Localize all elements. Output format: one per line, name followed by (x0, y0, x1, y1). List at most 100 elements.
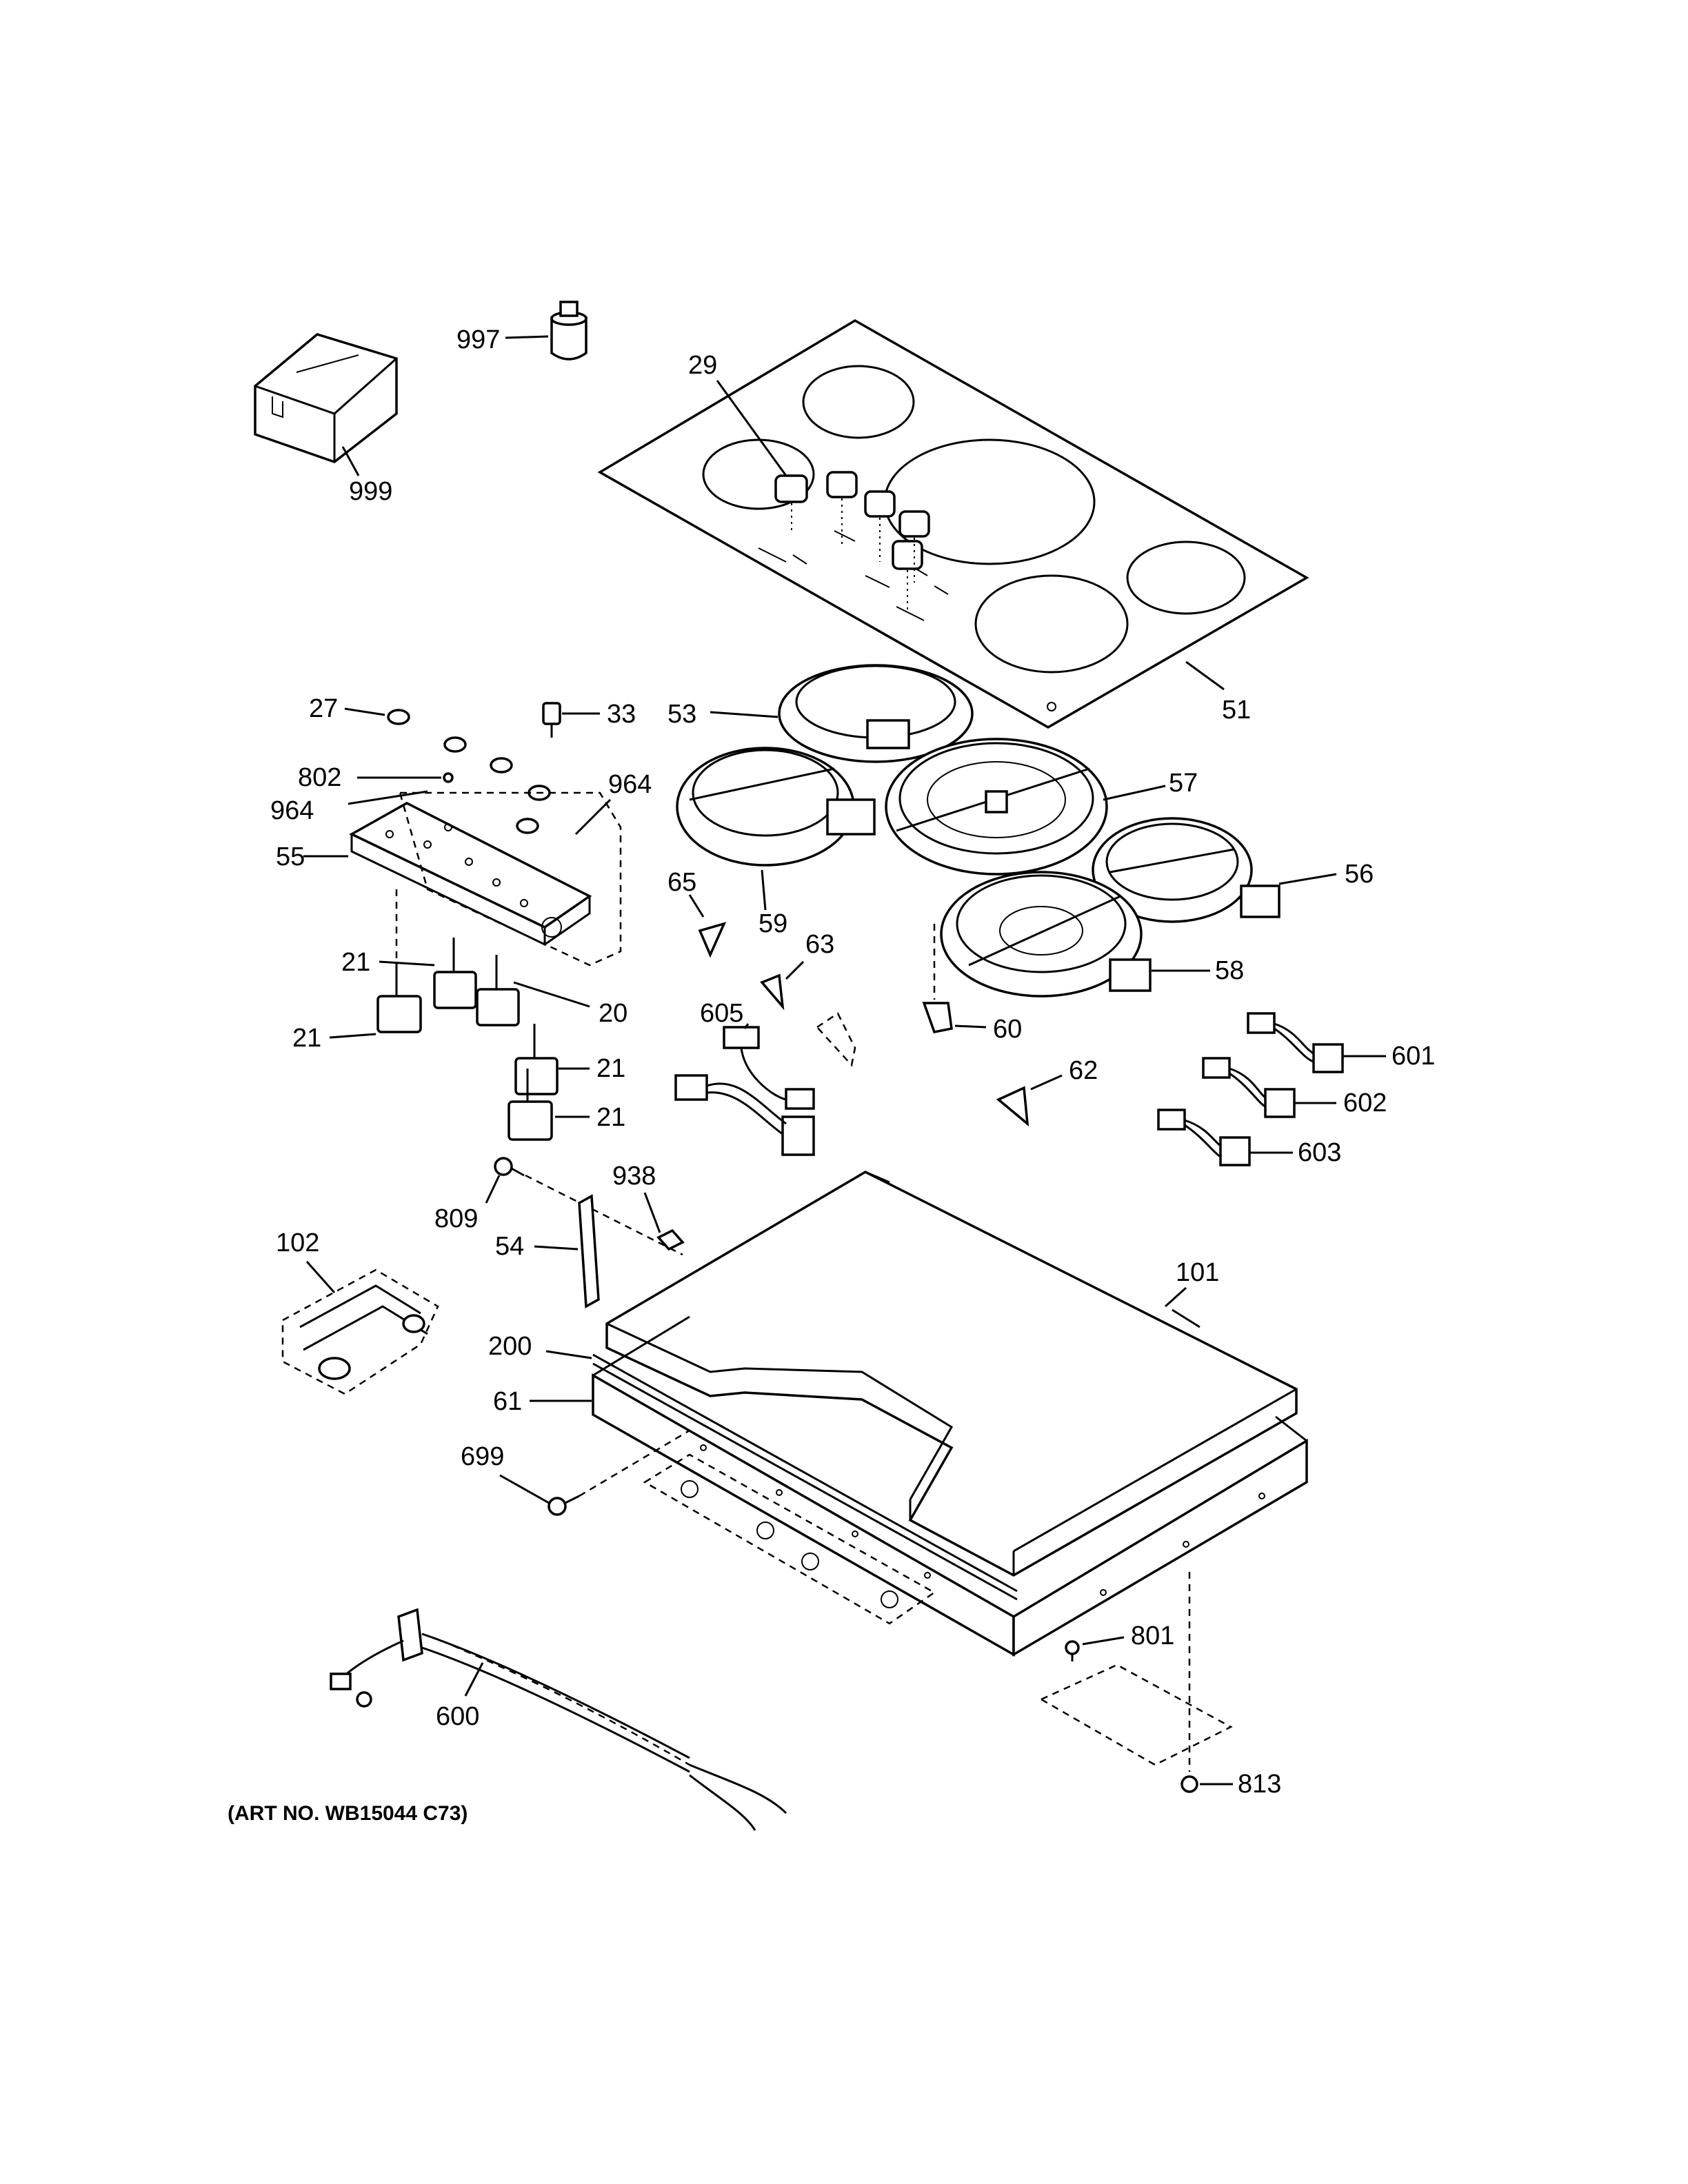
leader-21a (379, 960, 435, 967)
leader-964a (348, 790, 428, 805)
part-61-chassis (592, 1315, 1308, 1657)
part-600-power-cord (330, 1608, 787, 1831)
label-58: 58 (1215, 956, 1244, 985)
part-54-bracket (578, 1194, 600, 1308)
leader-999 (341, 446, 360, 476)
label-813: 813 (1238, 1770, 1281, 1799)
leader-101 (1172, 1308, 1200, 1328)
part-55-bracket (349, 791, 622, 967)
part-21-switches (376, 889, 559, 1141)
label-57: 57 (1169, 769, 1198, 798)
part-63-outline (816, 1012, 856, 1067)
label-699: 699 (461, 1442, 504, 1471)
label-605: 605 (700, 999, 743, 1028)
part-bottom-plate-outline (643, 1453, 936, 1625)
part-938-clip (656, 1228, 685, 1251)
leader-600 (464, 1662, 484, 1697)
leader-809 (485, 1175, 501, 1204)
leader-60 (954, 1024, 987, 1029)
label-65: 65 (667, 868, 696, 897)
part-59-element (676, 747, 876, 867)
leader-57 (1103, 785, 1166, 801)
label-53: 53 (667, 700, 696, 729)
leader-53 (710, 711, 778, 718)
part-809-screw (494, 1157, 525, 1177)
part-58-element (940, 871, 1152, 998)
label-200: 200 (488, 1332, 532, 1361)
label-56: 56 (1345, 860, 1374, 889)
part-200-gasket (592, 1353, 1018, 1601)
label-601: 601 (1391, 1042, 1435, 1071)
label-55: 55 (276, 842, 305, 871)
leader-54 (534, 1245, 579, 1251)
part-56-element (1092, 817, 1280, 923)
part-60-clip (922, 1002, 953, 1034)
label-602: 602 (1343, 1089, 1387, 1118)
part-bottom-plate-holes (681, 1480, 898, 1608)
part-62-bracket (996, 1086, 1029, 1127)
part-813-screw (1180, 1775, 1198, 1793)
part-57-element (885, 738, 1108, 876)
part-605-harness (674, 1026, 815, 1156)
part-601-harness (1247, 1012, 1344, 1073)
label-59: 59 (758, 909, 787, 938)
leader-809-dash (525, 1174, 683, 1256)
part-997-bottle (550, 301, 587, 361)
leader-20 (513, 981, 590, 1008)
label-29: 29 (688, 351, 717, 380)
label-60: 60 (993, 1015, 1022, 1044)
label-63: 63 (805, 930, 834, 959)
label-802: 802 (298, 763, 341, 792)
label-61: 61 (493, 1387, 522, 1416)
label-21c: 21 (596, 1054, 625, 1083)
leader-51 (1185, 660, 1225, 691)
leader-62 (1030, 1074, 1063, 1091)
leader-605 (743, 1023, 750, 1029)
label-999: 999 (349, 477, 392, 506)
label-938: 938 (612, 1162, 656, 1191)
label-603: 603 (1298, 1138, 1341, 1167)
leader-964b (574, 798, 612, 836)
leader-200 (545, 1350, 592, 1359)
label-21b: 21 (292, 1024, 321, 1053)
part-999-box (254, 333, 398, 463)
part-33-spark (542, 702, 561, 738)
label-801: 801 (1131, 1621, 1174, 1650)
part-101-pan (605, 1171, 1298, 1577)
leader-938 (643, 1192, 661, 1233)
part-603-harness (1157, 1109, 1251, 1166)
label-21a: 21 (341, 948, 370, 977)
part-801-bracket-outline (1039, 1664, 1233, 1766)
label-33: 33 (607, 700, 636, 729)
part-802-screw (443, 772, 454, 783)
label-62: 62 (1069, 1056, 1098, 1085)
leader-63 (785, 960, 805, 980)
art-number-caption: (ART NO. WB15044 C73) (228, 1802, 468, 1825)
part-602-harness (1202, 1057, 1296, 1118)
leader-101b (1164, 1286, 1187, 1308)
part-53-element (778, 664, 974, 763)
part-63-bracket (760, 973, 785, 1011)
label-51: 51 (1222, 696, 1251, 725)
label-964b: 964 (608, 770, 652, 799)
part-801-screw (1065, 1640, 1080, 1661)
label-600: 600 (436, 1702, 479, 1731)
part-29-knobs (774, 471, 930, 610)
label-997: 997 (456, 325, 500, 354)
label-809: 809 (434, 1204, 478, 1233)
leader-21b (329, 1033, 376, 1039)
label-964a: 964 (270, 796, 314, 825)
leader-29 (716, 380, 787, 476)
leader-102 (305, 1261, 336, 1293)
label-21d: 21 (596, 1103, 625, 1132)
part-65-bracket (698, 922, 727, 958)
leader-699 (499, 1474, 550, 1504)
leader-997 (505, 335, 549, 339)
leader-27 (344, 707, 385, 716)
part-102-assembly (281, 1268, 439, 1395)
label-102: 102 (276, 1228, 319, 1257)
label-20: 20 (599, 999, 627, 1028)
label-54: 54 (495, 1232, 524, 1261)
leader-699-dash (579, 1429, 690, 1497)
